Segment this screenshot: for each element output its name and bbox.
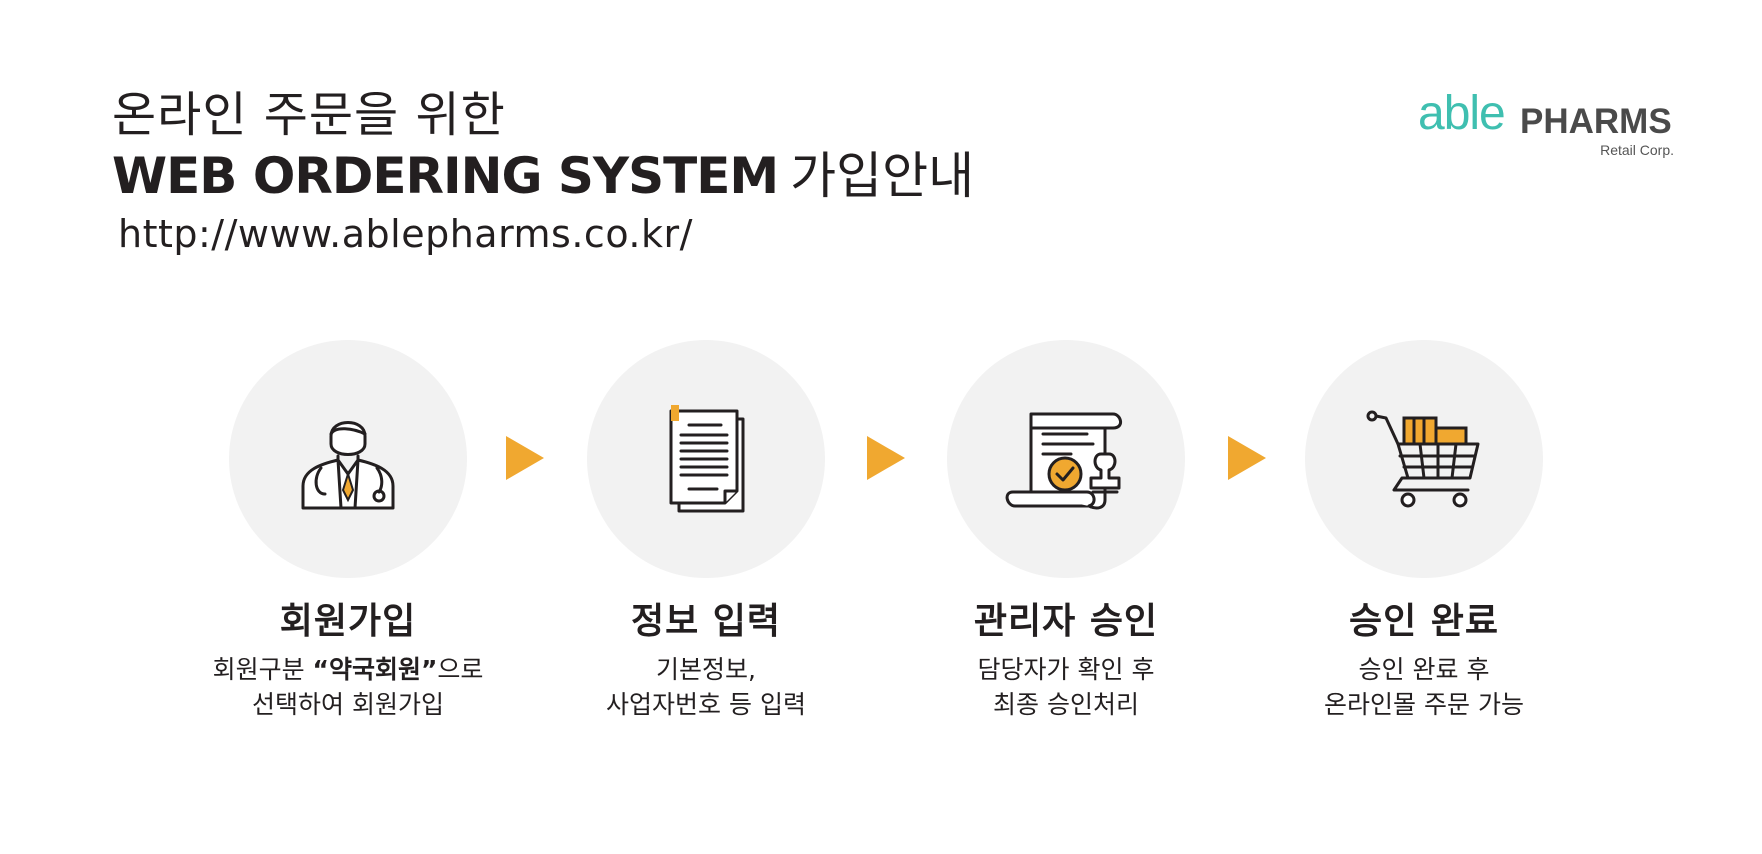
step-title: 관리자 승인 [973, 601, 1159, 642]
step-circle [1305, 340, 1543, 578]
desc-text: 으로 [437, 655, 484, 684]
desc-text: 회원구분 [212, 655, 313, 684]
step-desc-line2: 사업자번호 등 입력 [606, 690, 806, 719]
step-title: 정보 입력 [630, 601, 781, 642]
step-circle [947, 340, 1185, 578]
document-icon [669, 405, 745, 513]
step-title: 승인 완료 [1348, 601, 1499, 642]
step-desc-line2: 온라인몰 주문 가능 [1324, 690, 1524, 719]
title-line1: 온라인 주문을 위한 [112, 87, 506, 143]
certificate-stamp-icon [1005, 412, 1122, 510]
step-desc-line1: 기본정보, [656, 655, 756, 684]
step-desc-line1: 담당자가 확인 후 [977, 655, 1155, 684]
logo-corp-text: Retail Corp. [1600, 142, 1674, 158]
logo-pharms-text: PHARMS [1520, 102, 1672, 141]
title-system-name: WEB ORDERING SYSTEM [112, 147, 779, 205]
next-arrow-icon [506, 436, 544, 480]
step-title: 회원가입 [279, 601, 417, 642]
step-description: 담당자가 확인 후 최종 승인처리 [886, 652, 1246, 722]
logo-able-text: able [1418, 87, 1506, 140]
step-admin-approval: 관리자 승인 담당자가 확인 후 최종 승인처리 [886, 340, 1246, 722]
step-signup: 회원가입 회원구분 “약국회원”으로 선택하여 회원가입 [168, 340, 528, 722]
title-suffix: 가입안내 [790, 147, 975, 205]
member-type-highlight: “약국회원” [312, 655, 438, 684]
ablepharms-logo: able PHARMS Retail Corp. [1418, 87, 1676, 162]
step-approval-complete: 승인 완료 승인 완료 후 온라인몰 주문 가능 [1244, 340, 1604, 722]
step-circle [229, 340, 467, 578]
step-description: 승인 완료 후 온라인몰 주문 가능 [1244, 652, 1604, 722]
step-info-input: 정보 입력 기본정보, 사업자번호 등 입력 [526, 340, 886, 722]
step-desc-line1: 회원구분 “약국회원”으로 [168, 652, 528, 687]
step-description: 회원구분 “약국회원”으로 선택하여 회원가입 [168, 652, 528, 722]
next-arrow-icon [867, 436, 905, 480]
step-circle [587, 340, 825, 578]
next-arrow-icon [1228, 436, 1266, 480]
doctor-icon [301, 421, 395, 510]
step-desc-line1: 승인 완료 후 [1358, 655, 1490, 684]
shopping-cart-icon [1366, 410, 1480, 508]
step-desc-line2: 최종 승인처리 [993, 690, 1139, 719]
step-desc-line2: 선택하여 회원가입 [252, 690, 444, 719]
site-url[interactable]: http://www.ablepharms.co.kr/ [118, 212, 693, 256]
step-description: 기본정보, 사업자번호 등 입력 [526, 652, 886, 722]
